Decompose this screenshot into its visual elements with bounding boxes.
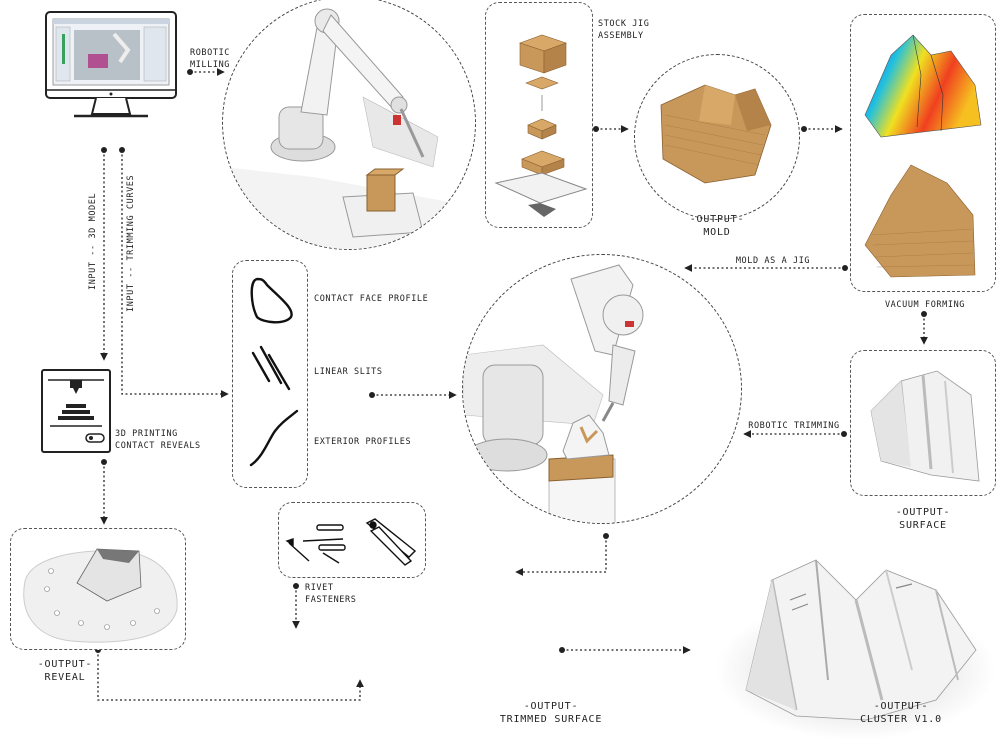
input-trimming-curves-label: INPUT -- TRIMMING CURVES [126, 174, 136, 312]
output-reveal-label: -OUTPUT- REVEAL [37, 659, 93, 683]
output-mold-label: -OUTPUT- MOLD [689, 214, 745, 238]
robotic-milling-label: ROBOTIC MILLING [190, 48, 231, 70]
mold-circle [634, 54, 800, 220]
output-surface-box [850, 350, 996, 496]
contact-face-profile-label: CONTACT FACE PROFILE [314, 294, 429, 304]
rivet-fasteners-box [278, 502, 426, 578]
3d-printer-icon [40, 368, 112, 454]
exterior-profiles-label: EXTERIOR PROFILES [314, 437, 412, 447]
trimming-profiles-box [232, 260, 308, 488]
input-3d-model-label: INPUT -- 3D MODEL [88, 192, 98, 290]
output-reveal-box [10, 528, 186, 650]
stock-jig-assembly-box [485, 2, 593, 228]
rivet-fasteners-label: RIVET FASTENERS [305, 583, 357, 605]
mold-as-jig-label: MOLD AS A JIG [735, 256, 811, 266]
output-surface-label: -OUTPUT- SURFACE [895, 507, 951, 531]
output-cluster-label: -OUTPUT- CLUSTER V1.0 [860, 701, 942, 725]
vacuum-forming-label: VACUUM FORMING [884, 300, 966, 310]
output-trimmed-surface-label: -OUTPUT- TRIMMED SURFACE [499, 701, 603, 725]
stock-jig-assembly-label: STOCK JIG ASSEMBLY [598, 19, 650, 41]
3d-printing-contact-reveals-label: 3D PRINTING CONTACT REVEALS [115, 429, 201, 451]
vacuum-forming-box [850, 14, 996, 292]
robotic-trimming-circle [462, 254, 742, 524]
robotic-milling-circle [222, 0, 476, 250]
output-cluster-image [706, 540, 996, 740]
rivet-tool-icon [285, 518, 417, 566]
robotic-trimming-label: ROBOTIC TRIMMING [748, 421, 840, 431]
linear-slits-label: LINEAR SLITS [314, 367, 383, 377]
robot-arm-icon [223, 8, 475, 249]
computer-monitor-icon [44, 10, 178, 126]
